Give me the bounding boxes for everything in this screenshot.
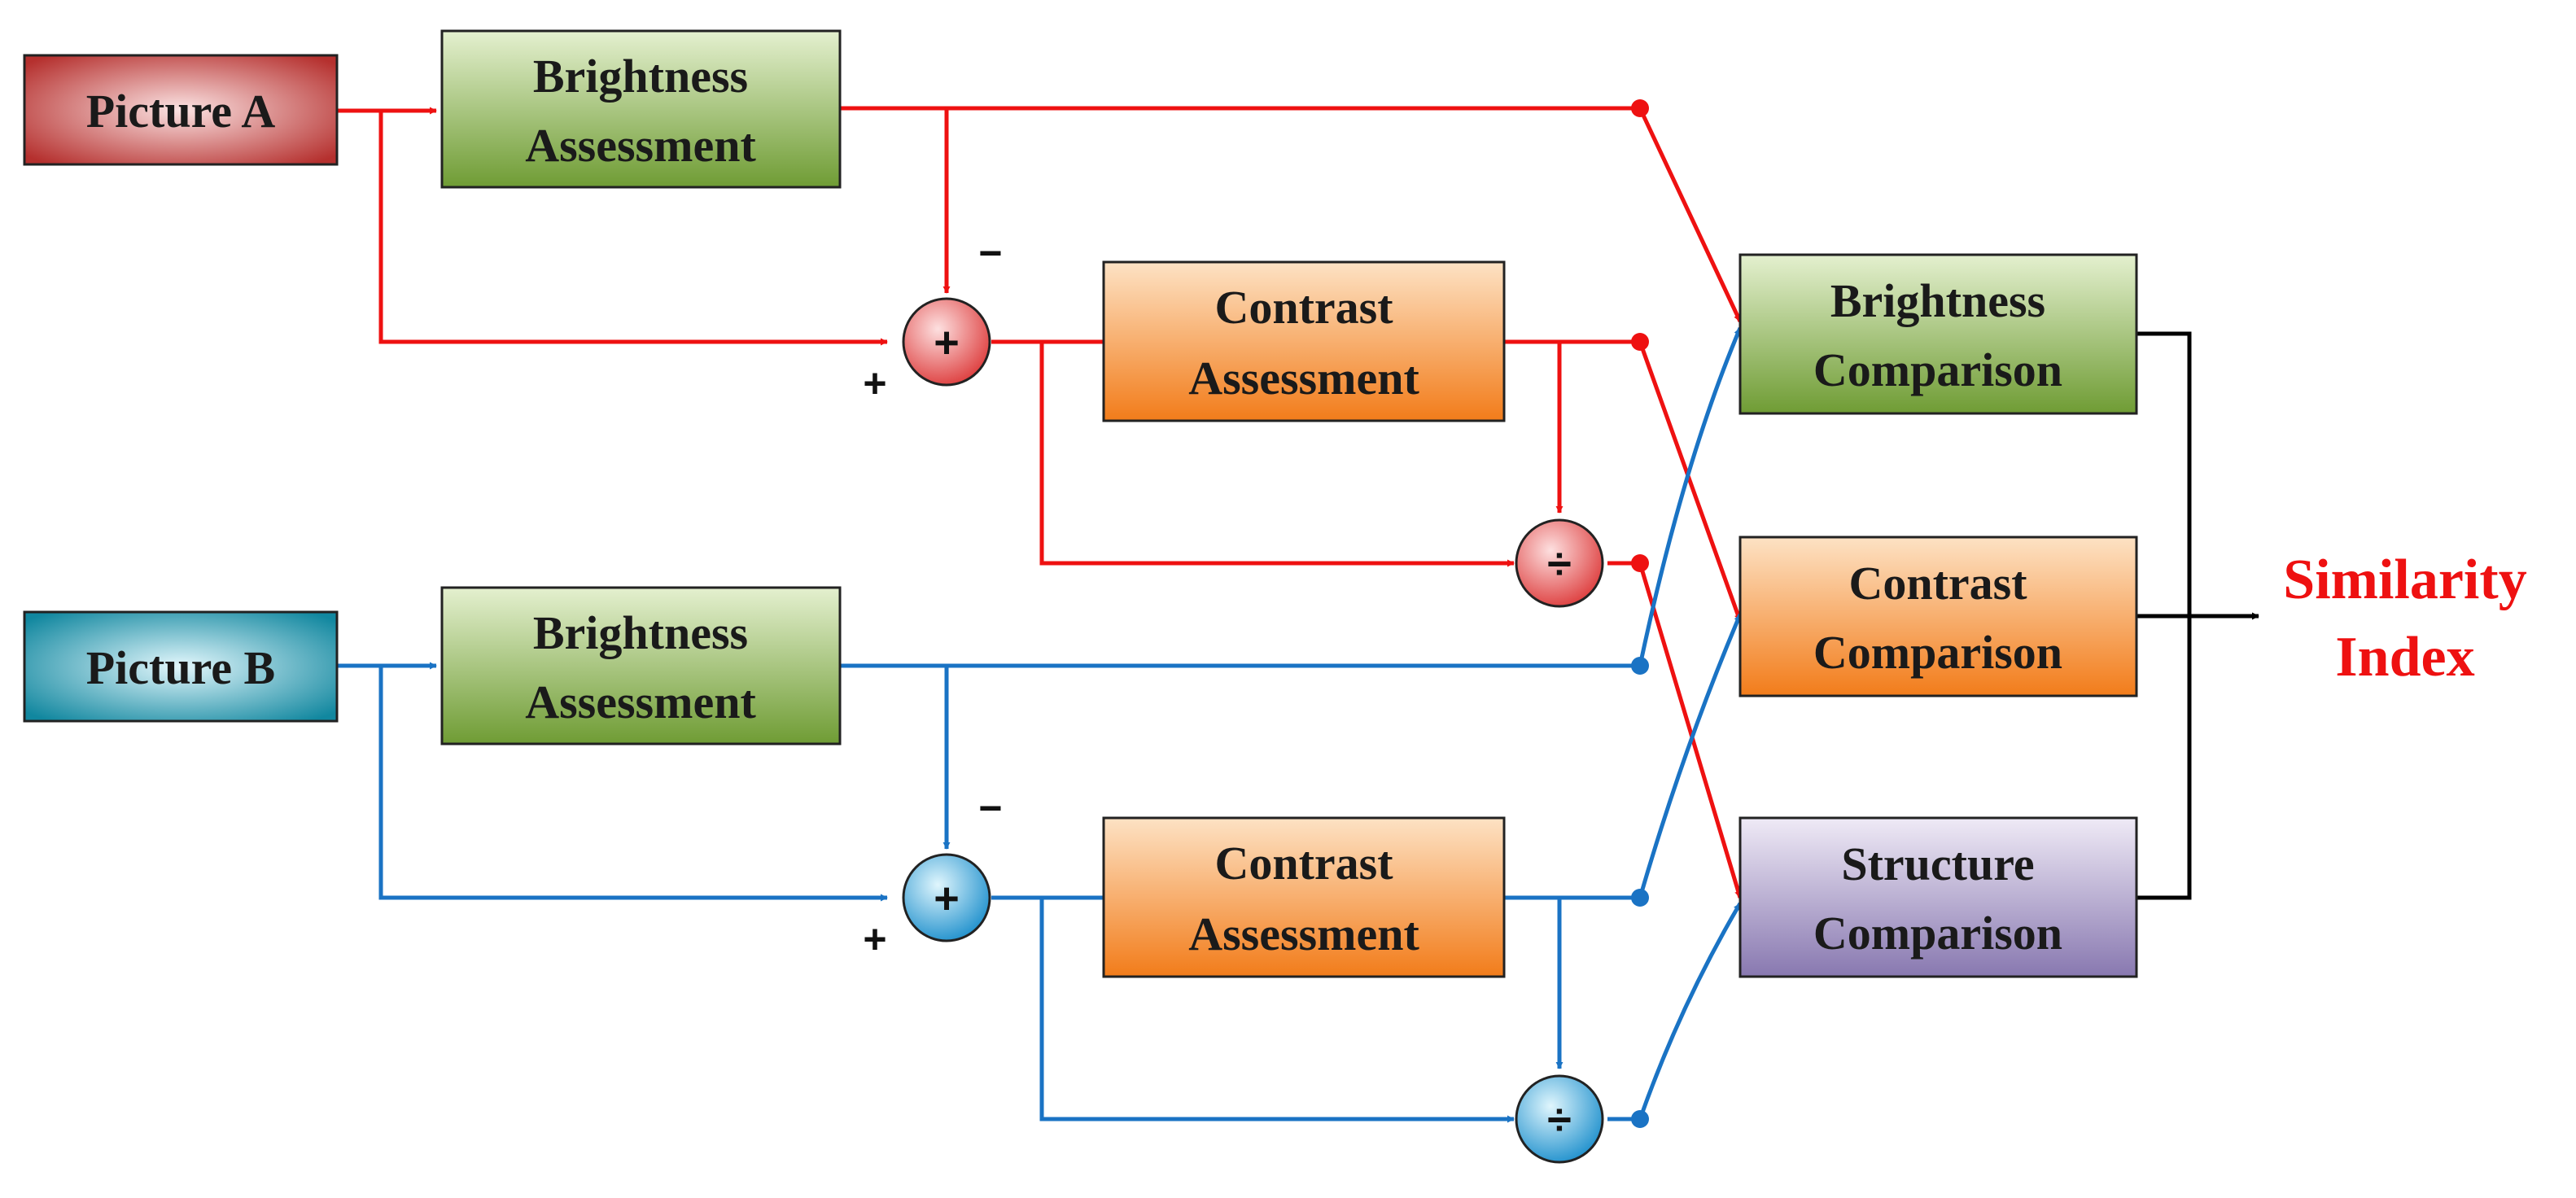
- wire-adder-b-to-divider: [1039, 898, 1515, 1123]
- output-wires: [2136, 331, 2259, 900]
- wire-b-structure-to-comparison: [1638, 902, 1743, 1120]
- junction-dot: [1631, 657, 1649, 675]
- contrast-b-line2: Assessment: [1188, 907, 1419, 960]
- wire-b-brightness-to-comparison: [1638, 327, 1743, 667]
- picture-a-box: Picture A: [23, 54, 339, 166]
- divider-a-symbol: ÷: [1547, 540, 1572, 588]
- branch-a-wires: [337, 106, 1743, 898]
- similarity-index-label: Similarity Index: [2283, 549, 2526, 689]
- adder-a: +: [902, 297, 991, 387]
- divider-a: ÷: [1515, 518, 1604, 608]
- adder-a-minus-sign: −: [978, 230, 1002, 276]
- contrast-assessment-b: Contrast Assessment: [1102, 816, 1506, 978]
- branch-b-junctions: [1631, 657, 1649, 1128]
- wire-adder-a-to-divider: [1039, 342, 1515, 567]
- contrast-a-line1: Contrast: [1214, 281, 1393, 334]
- junction-dot: [1631, 333, 1649, 351]
- contrast-comparison-line2: Comparison: [1813, 626, 2062, 679]
- wire-picture-b-to-adder: [378, 666, 888, 902]
- adder-a-symbol: +: [934, 318, 960, 367]
- brightness-comparison-line2: Comparison: [1813, 343, 2062, 396]
- structure-comparison-line2: Comparison: [1813, 907, 2062, 960]
- structure-comparison: Structure Comparison: [1738, 816, 2138, 978]
- adder-b-plus-sign: +: [863, 916, 886, 962]
- picture-b-label: Picture B: [86, 641, 275, 694]
- branch-a-junctions: [1631, 99, 1649, 572]
- contrast-b-line1: Contrast: [1214, 837, 1393, 890]
- junction-dot: [1631, 554, 1649, 572]
- wire-a-structure-to-comparison: [1638, 562, 1743, 898]
- wire-a-contrast-to-comparison: [1638, 341, 1743, 622]
- adder-b-symbol: +: [934, 874, 960, 923]
- divider-b: ÷: [1515, 1074, 1604, 1164]
- wire-a-brightness-to-comparison: [1638, 107, 1743, 323]
- contrast-assessment-a: Contrast Assessment: [1102, 260, 1506, 422]
- contrast-comparison-line1: Contrast: [1848, 557, 2027, 610]
- brightness-comparison: Brightness Comparison: [1738, 253, 2138, 415]
- wire-b-contrast-to-comparison: [1638, 614, 1743, 898]
- adder-b-minus-sign: −: [978, 785, 1002, 831]
- picture-a-label: Picture A: [86, 85, 276, 138]
- brightness-a-line1: Brightness: [533, 50, 748, 103]
- brightness-assessment-b: Brightness Assessment: [440, 586, 842, 745]
- contrast-comparison: Contrast Comparison: [1738, 536, 2138, 697]
- brightness-comparison-line1: Brightness: [1830, 274, 2045, 327]
- wire-picture-a-to-adder: [378, 111, 888, 346]
- brightness-a-line2: Assessment: [525, 119, 756, 172]
- adder-a-plus-sign: +: [863, 361, 886, 406]
- brightness-assessment-a: Brightness Assessment: [440, 29, 842, 189]
- branch-b-wires: [337, 327, 1743, 1123]
- divider-b-symbol: ÷: [1547, 1095, 1572, 1144]
- similarity-index-line2: Index: [2335, 626, 2474, 689]
- adder-b: +: [902, 853, 991, 942]
- picture-b-box: Picture B: [23, 610, 339, 723]
- junction-dot: [1631, 889, 1649, 907]
- brightness-b-line1: Brightness: [533, 606, 748, 659]
- junction-dot: [1631, 1110, 1649, 1128]
- similarity-index-line1: Similarity: [2283, 549, 2526, 611]
- structure-comparison-line1: Structure: [1841, 837, 2034, 890]
- brightness-b-line2: Assessment: [525, 676, 756, 728]
- junction-dot: [1631, 99, 1649, 117]
- contrast-a-line2: Assessment: [1188, 352, 1419, 404]
